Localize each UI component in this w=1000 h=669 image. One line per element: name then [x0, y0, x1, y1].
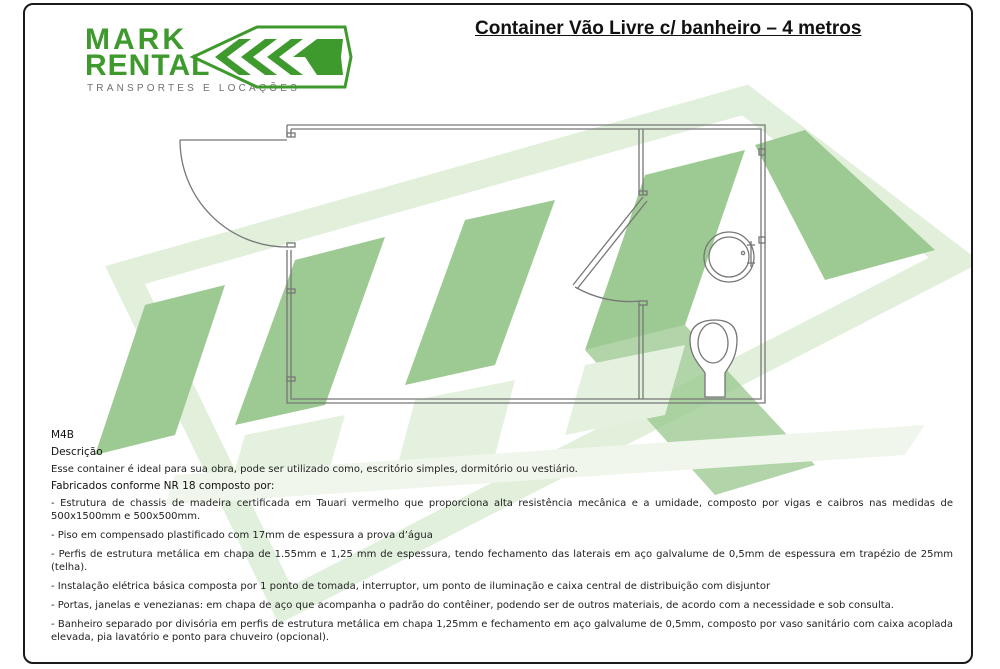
logo-chevron-icon	[189, 25, 353, 89]
spec-item: - Piso em compensado plastificado com 17…	[51, 530, 433, 541]
sink	[703, 231, 755, 283]
model-code: M4B	[51, 429, 74, 441]
spec-item: - Perfis de estrutura metálica em chapa …	[51, 549, 953, 573]
spec-item: - Estrutura de chassis de madeira certif…	[51, 498, 953, 522]
watermark-logo	[95, 84, 971, 625]
page-frame: MARK RENTAL TRANSPORTES E LOCAÇÕES Conta…	[23, 3, 973, 664]
description-heading: Descrição	[51, 446, 103, 458]
door-swing	[179, 139, 288, 248]
spec-heading: Fabricados conforme NR 18 composto por:	[51, 480, 275, 492]
logo-line2: RENTAL	[85, 49, 211, 82]
toilet	[689, 319, 738, 398]
spec-item: - Instalação elétrica básica composta po…	[51, 581, 771, 592]
company-logo: MARK RENTAL TRANSPORTES E LOCAÇÕES	[85, 25, 365, 100]
description-block: M4B Descrição Esse container é ideal par…	[51, 429, 953, 650]
spec-item: - Portas, janelas e venezianas: em chapa…	[51, 600, 894, 611]
floor-plan	[179, 124, 766, 404]
spec-item: - Banheiro separado por divisória em per…	[51, 619, 953, 643]
description-intro: Esse container é ideal para sua obra, po…	[51, 464, 578, 475]
logo-tagline: TRANSPORTES E LOCAÇÕES	[87, 83, 301, 94]
logo-line1: MARK	[85, 23, 187, 56]
page-title: Container Vão Livre c/ banheiro – 4 metr…	[475, 18, 862, 39]
